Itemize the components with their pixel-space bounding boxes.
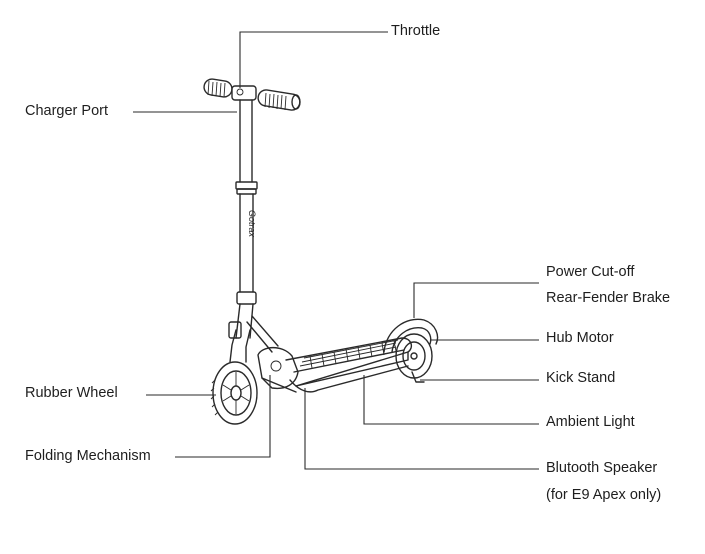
label-kick-stand: Kick Stand — [546, 370, 616, 386]
label-hub-motor: Hub Motor — [546, 330, 614, 346]
front-housing — [257, 346, 299, 393]
label-charger-port: Charger Port — [25, 103, 109, 119]
handlebar — [203, 78, 301, 111]
label-ambient-light: Ambient Light — [546, 414, 635, 430]
leader-ambient-light — [363, 375, 539, 425]
label-bluetooth-speaker: Blutooth Speaker — [546, 460, 658, 476]
stem-branding: Gotrax — [247, 210, 257, 238]
deck — [285, 337, 413, 393]
leader-lines — [133, 31, 539, 470]
front-wheel — [210, 361, 258, 425]
label-rear-fender-brake: Rear-Fender Brake — [546, 290, 671, 306]
leader-bluetooth-speaker — [304, 388, 539, 470]
label-folding-mechanism: Folding Mechanism — [25, 448, 151, 464]
label-power-cutoff: Power Cut-off — [546, 264, 635, 280]
rear-assembly — [383, 318, 439, 383]
label-bluetooth-speaker-note: (for E9 Apex only) — [546, 487, 662, 503]
leader-folding-mechanism — [175, 375, 271, 458]
label-throttle: Throttle — [391, 23, 441, 39]
leader-throttle — [239, 31, 388, 88]
leader-power-cutoff — [413, 282, 539, 318]
stem: Gotrax — [228, 99, 279, 363]
label-rubber-wheel: Rubber Wheel — [25, 385, 118, 401]
